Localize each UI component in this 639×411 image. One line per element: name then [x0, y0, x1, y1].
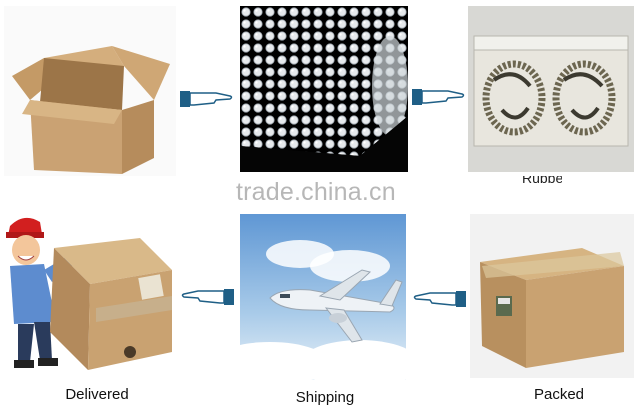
step-label-shipping: Shipping [295, 389, 355, 406]
step-label-packed: Packed [533, 386, 585, 403]
bagged-products-image [468, 6, 634, 172]
airplane-image [240, 214, 406, 380]
closed-box-image [470, 214, 634, 378]
arrow-icon [180, 286, 234, 308]
arrow-icon [180, 88, 234, 110]
bubble-wrap-image [240, 6, 408, 172]
delivery-man-image [4, 212, 176, 380]
arrow-icon [412, 288, 466, 310]
arrow-icon [412, 86, 466, 108]
empty-box-image [4, 6, 176, 176]
step-label-delivered: Delivered [65, 386, 129, 403]
watermark-text: trade.china.cn [236, 178, 396, 206]
partial-step-label: Rubber [522, 176, 562, 184]
